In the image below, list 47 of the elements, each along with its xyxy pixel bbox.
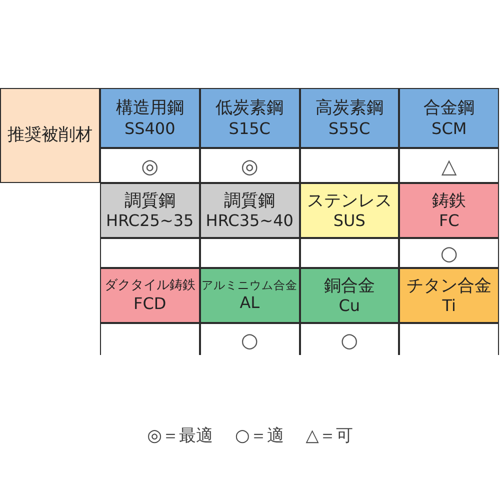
- material-code: S55C: [328, 118, 370, 138]
- rating-mark: ○: [340, 330, 358, 350]
- material-name: 調質鋼: [124, 190, 176, 212]
- material-cell: [399, 183, 499, 238]
- row-header-cell: [0, 88, 100, 183]
- material-name: 合金鋼: [424, 98, 475, 119]
- material-cell: [100, 183, 200, 238]
- material-name: 調質鋼: [224, 190, 276, 212]
- material-cell: [200, 268, 300, 323]
- material-cell: [200, 183, 300, 238]
- material-cell: [399, 88, 499, 148]
- material-cell: [100, 88, 200, 148]
- material-cell: [200, 88, 300, 148]
- material-code: S15C: [228, 118, 270, 138]
- material-name: ダクタイル鋳鉄: [104, 278, 196, 294]
- material-code: FCD: [134, 294, 166, 313]
- legend-text: ◎＝最適: [147, 425, 213, 447]
- material-name: ステンレス: [306, 190, 392, 212]
- material-code: Cu: [338, 296, 360, 316]
- rating-mark: ○: [440, 243, 458, 263]
- rating-mark: ◎: [240, 156, 258, 176]
- legend-text: △＝可: [306, 425, 353, 447]
- material-name: 低炭素鋼: [216, 98, 284, 119]
- material-cell: [300, 183, 400, 238]
- material-name: 高炭素鋼: [315, 98, 384, 119]
- material-code: SS400: [124, 118, 176, 138]
- rating-mark: ○: [240, 330, 258, 350]
- rating-mark: △: [441, 156, 457, 176]
- material-code: HRC35~40: [206, 211, 294, 230]
- material-name: 推奨被削材: [8, 125, 92, 146]
- material-cell: [100, 268, 200, 323]
- legend-text: ○＝適: [234, 425, 284, 447]
- material-name: 鋳鉄: [432, 190, 466, 212]
- material-cell: [300, 88, 400, 148]
- material-code: SCM: [432, 118, 467, 138]
- material-code: HRC25~35: [106, 211, 194, 230]
- material-name: チタン合金: [406, 276, 492, 296]
- material-name: 銅合金: [324, 276, 375, 296]
- material-name: 構造用鋼: [116, 98, 184, 119]
- material-code: Ti: [442, 296, 456, 316]
- material-cell: [399, 268, 499, 323]
- material-code: SUS: [333, 211, 366, 230]
- material-code: FC: [438, 211, 460, 230]
- material-code: AL: [240, 292, 260, 312]
- rating-mark: ◎: [141, 156, 159, 176]
- material-name: アルミニウム合金: [202, 279, 298, 293]
- material-cell: [300, 268, 400, 323]
